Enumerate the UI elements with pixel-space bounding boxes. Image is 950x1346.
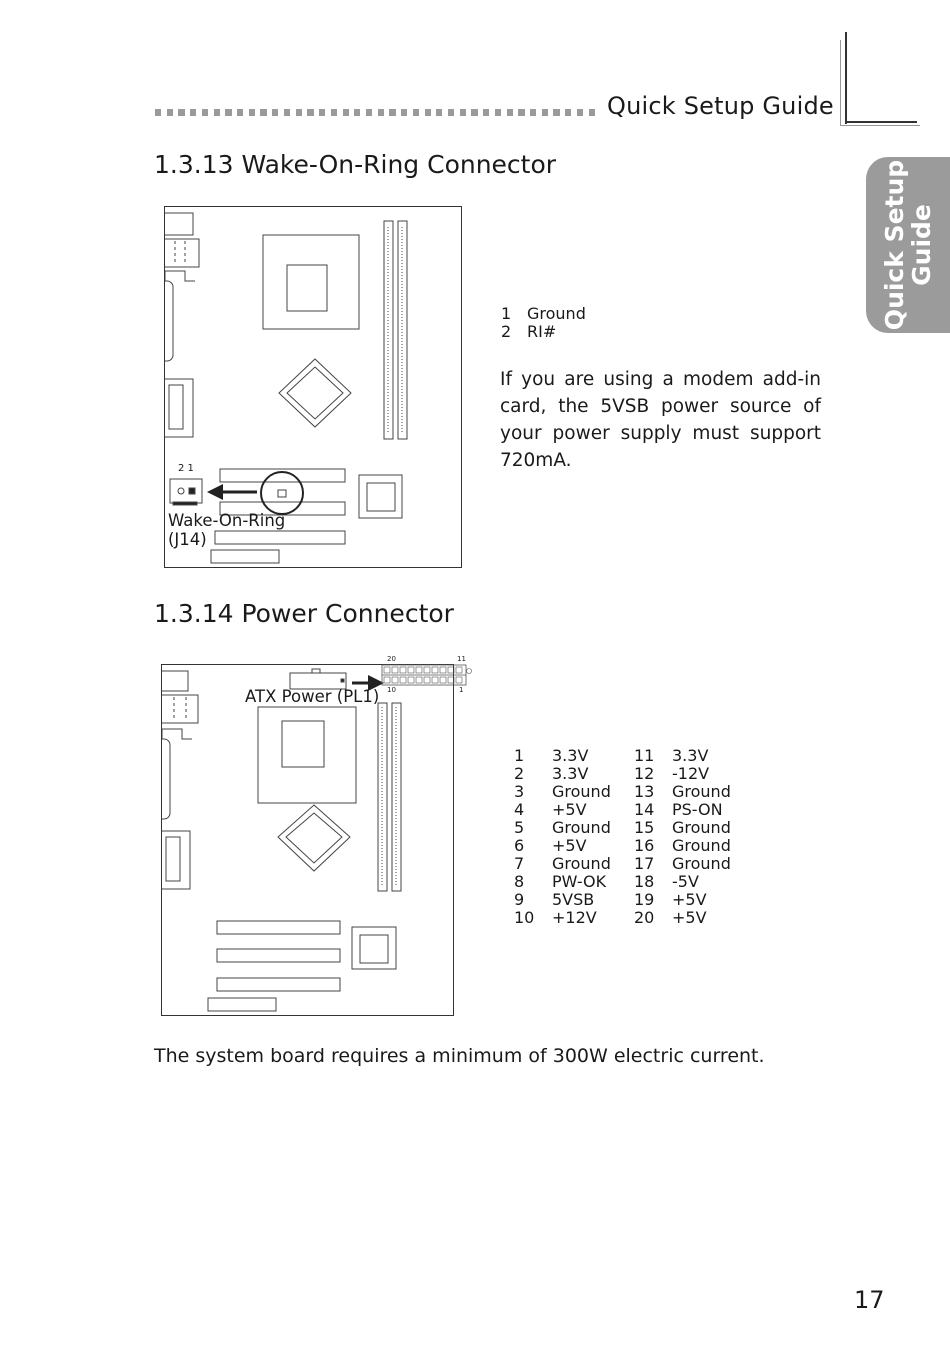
pin-signal: +12V xyxy=(552,908,597,927)
pin-signal: Ground xyxy=(672,782,731,801)
connector-label-line-1: Wake-On-Ring xyxy=(168,511,286,530)
corner-mark xyxy=(840,40,841,126)
header-title: Quick Setup Guide xyxy=(607,92,834,120)
corner-mark xyxy=(845,121,917,123)
pin-number: 9 xyxy=(514,890,525,909)
atx-pin-label-1: 1 xyxy=(459,686,464,694)
pin-row: 7 Ground 17 Ground xyxy=(514,855,742,873)
pin-signal: Ground xyxy=(552,782,611,801)
pin-row: 10 +12V 20 +5V xyxy=(514,909,742,927)
power-connector-board-diagram: ATX Power (PL1) xyxy=(161,664,454,1016)
pin-signal: +5V xyxy=(672,908,707,927)
board-drawing xyxy=(165,212,408,564)
pin-number: 20 xyxy=(634,908,655,927)
pin-row: 2 3.3V 12 -12V xyxy=(514,765,742,783)
page-number: 17 xyxy=(854,1286,885,1314)
pin-row: 1 Ground xyxy=(501,305,586,323)
atx-pin-label-10: 10 xyxy=(387,686,396,694)
pin-number: 14 xyxy=(634,800,655,819)
section-heading-wake-on-ring: 1.3.13 Wake-On-Ring Connector xyxy=(154,150,557,179)
pin-number: 19 xyxy=(634,890,655,909)
pin-row: 9 5VSB 19 +5V xyxy=(514,891,742,909)
pin-signal: Ground xyxy=(552,854,611,873)
pin-number: 12 xyxy=(634,764,655,783)
pin-row: 8 PW-OK 18 -5V xyxy=(514,873,742,891)
pin-signal: +5V xyxy=(552,800,587,819)
pin-number: 2 xyxy=(501,322,512,341)
atx-pin-label-11: 11 xyxy=(457,655,466,663)
pin-row: 1 3.3V 11 3.3V xyxy=(514,747,742,765)
pin-number: 13 xyxy=(634,782,655,801)
pin-signal: Ground xyxy=(672,836,731,855)
pin-signal: +5V xyxy=(672,890,707,909)
pin-signal: 3.3V xyxy=(672,746,709,765)
side-tab: Quick Setup Guide xyxy=(866,157,950,333)
side-tab-line-2: Guide xyxy=(907,204,936,286)
atx-connector-pins xyxy=(381,664,472,686)
pin-number: 15 xyxy=(634,818,655,837)
pin-number: 16 xyxy=(634,836,655,855)
header-dot-rule xyxy=(155,109,595,119)
pin-signal: +5V xyxy=(552,836,587,855)
pin-number: 17 xyxy=(634,854,655,873)
corner-mark xyxy=(840,125,920,126)
pin-row: 5 Ground 15 Ground xyxy=(514,819,742,837)
pin-number: 10 xyxy=(514,908,535,927)
pin-number: 7 xyxy=(514,854,525,873)
wake-on-ring-pin-list: 1 Ground 2 RI# xyxy=(501,305,586,341)
atx-power-label: ATX Power (PL1) xyxy=(245,687,380,706)
pin-signal: Ground xyxy=(552,818,611,837)
power-requirement-note: The system board requires a minimum of 3… xyxy=(154,1045,765,1067)
wake-on-ring-note: If you are using a modem add-in card, th… xyxy=(500,369,821,471)
pin-number: 3 xyxy=(514,782,525,801)
pin-row: 4 +5V 14 PS-ON xyxy=(514,801,742,819)
pin-signal: PS-ON xyxy=(672,800,723,819)
atx-power-connector xyxy=(381,664,473,688)
side-tab-line-1: Quick Setup xyxy=(880,159,909,331)
pin-row: 6 +5V 16 Ground xyxy=(514,837,742,855)
pin-signal: Ground xyxy=(527,304,586,323)
pin-signal: Ground xyxy=(672,818,731,837)
pin-signal: -12V xyxy=(672,764,710,783)
side-tab-label: Quick Setup Guide xyxy=(880,159,936,331)
pin-number: 11 xyxy=(634,746,655,765)
pin-number: 1 xyxy=(514,746,525,765)
pin-number: 18 xyxy=(634,872,655,891)
j14-pin-numbers: 2 1 xyxy=(178,463,194,474)
pin-signal: 3.3V xyxy=(552,764,589,783)
atx-pin-label-20: 20 xyxy=(387,655,396,663)
pin-signal: RI# xyxy=(527,322,557,341)
pin-signal: -5V xyxy=(672,872,699,891)
pin-row: 2 RI# xyxy=(501,323,586,341)
pin-signal: 5VSB xyxy=(552,890,595,909)
pin-number: 8 xyxy=(514,872,525,891)
pin-number: 5 xyxy=(514,818,525,837)
wake-on-ring-connector-label: Wake-On-Ring (J14) xyxy=(168,511,285,549)
pin-number: 6 xyxy=(514,836,525,855)
pin-number: 2 xyxy=(514,764,525,783)
pin-signal: Ground xyxy=(672,854,731,873)
wake-on-ring-board-diagram: 2 1 Wake-On-Ring (J14) xyxy=(164,206,462,568)
pin-signal: PW-OK xyxy=(552,872,607,891)
connector-label-line-2: (J14) xyxy=(168,530,207,549)
pin-signal: 3.3V xyxy=(552,746,589,765)
board-drawing xyxy=(162,668,402,1012)
section-heading-power-connector: 1.3.14 Power Connector xyxy=(154,599,454,628)
pin-number: 1 xyxy=(501,304,512,323)
corner-mark xyxy=(845,32,847,124)
pin-row: 3 Ground 13 Ground xyxy=(514,783,742,801)
pin-number: 4 xyxy=(514,800,525,819)
